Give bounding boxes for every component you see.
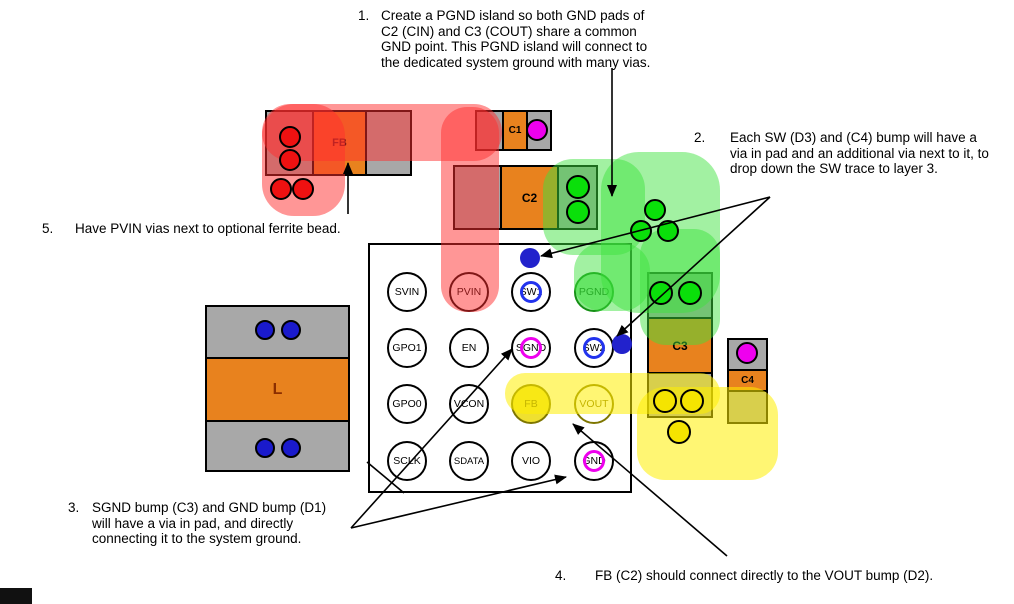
via-red (292, 178, 314, 200)
via-red (279, 126, 301, 148)
highlight-green-pgnd-arm (574, 243, 650, 311)
bump-label: PGND (578, 286, 610, 298)
note-text: Have PVIN vias next to optional ferrite … (75, 221, 341, 237)
bump-gnd: GND (574, 441, 614, 481)
bump-sclk: SCLK (387, 441, 427, 481)
note-line: FB (C2) should connect directly to the V… (595, 568, 934, 583)
via-magenta (736, 342, 758, 364)
via-yellow (653, 389, 677, 413)
via-yellow (680, 389, 704, 413)
pad-orange: C1 (504, 112, 528, 149)
via-blue (255, 438, 275, 458)
note-line: Have PVIN vias next to optional ferrite … (75, 221, 341, 236)
note-text: FB (C2) should connect directly to the V… (595, 568, 933, 584)
bump-gpo1: GPO1 (387, 328, 427, 368)
bump-vio: VIO (511, 441, 551, 481)
pad-gray (207, 422, 348, 470)
via-ring-blue (520, 281, 542, 303)
via-magenta (526, 119, 548, 141)
note-4: 4. FB (C2) should connect directly to th… (555, 568, 933, 584)
note-number: 4. (555, 568, 567, 583)
c1-label: C1 (508, 125, 522, 136)
via-ring-magenta (520, 337, 542, 359)
via-blue-dot-sw1 (520, 248, 540, 268)
bump-sgnd: SGND (511, 328, 551, 368)
note-text: Each SW (D3) and (C4) bump will have a v… (730, 130, 989, 177)
via-ring-blue (583, 337, 605, 359)
note-line: C2 (CIN) and C3 (COUT) share a common (381, 23, 637, 39)
bump-sdata: SDATA (449, 441, 489, 481)
via-green (644, 199, 666, 221)
note-line: connecting it to the system ground. (92, 531, 302, 546)
via-green (657, 220, 679, 242)
via-red (279, 149, 301, 171)
via-ring-magenta (583, 450, 605, 472)
bump-label: SCLK (393, 455, 421, 467)
bump-sw2: SW2 (574, 328, 614, 368)
bump-pgnd: PGND (574, 272, 614, 312)
bump-label: GPO1 (392, 342, 422, 354)
bump-label: VIO (521, 455, 541, 467)
c3-label: C3 (672, 338, 688, 353)
note-number: 2. (694, 130, 706, 145)
via-green (566, 175, 590, 199)
note-line: SGND bump (C3) and GND bump (D1) (92, 500, 327, 515)
note-5: 5. Have PVIN vias next to optional ferri… (42, 221, 341, 237)
via-blue-dot-sw2 (612, 334, 632, 354)
image-corner-artifact (0, 588, 32, 604)
via-blue (255, 320, 275, 340)
note-line: Create a PGND island so both GND pads of (381, 8, 645, 23)
bump-label: EN (461, 342, 477, 354)
note-3: 3. SGND bump (C3) and GND bump (D1) will… (68, 500, 326, 547)
note-text: Create a PGND island so both GND pads of… (381, 8, 650, 70)
via-red (270, 178, 292, 200)
note-1: 1. Create a PGND island so both GND pads… (358, 8, 650, 70)
note-number: 3. (68, 500, 80, 515)
note-number: 5. (42, 221, 54, 236)
note-line: drop down the SW trace to layer 3. (730, 161, 938, 176)
component-inductor: L (205, 305, 350, 472)
note-2: 2. Each SW (D3) and (C4) bump will have … (694, 130, 989, 177)
inductor-label: L (272, 380, 283, 398)
note-line: Each SW (D3) and (C4) bump will have a (730, 130, 977, 145)
bump-label: SVIN (394, 286, 420, 298)
bump-label: SDATA (453, 455, 485, 467)
via-green (630, 220, 652, 242)
note-line: will have a via in pad, and directly (92, 515, 294, 531)
via-blue (281, 438, 301, 458)
pad-orange: L (207, 359, 348, 422)
bump-sw1: SW1 (511, 272, 551, 312)
via-green (566, 200, 590, 224)
note-text: SGND bump (C3) and GND bump (D1) will ha… (92, 500, 326, 547)
c4-label: C4 (741, 375, 754, 386)
via-blue (281, 320, 301, 340)
note-number: 1. (358, 8, 370, 23)
bump-gpo0: GPO0 (387, 384, 427, 424)
bump-en: EN (449, 328, 489, 368)
note-line: via in pad and an additional via next to… (730, 145, 989, 161)
bump-label: VCON (453, 398, 485, 410)
note-line: the dedicated system ground with many vi… (381, 54, 651, 70)
bump-svin: SVIN (387, 272, 427, 312)
bump-label: GPO0 (392, 398, 422, 410)
via-yellow (667, 420, 691, 444)
via-green (678, 281, 702, 305)
note-line: GND point. This PGND island will connect… (381, 39, 648, 54)
bump-vcon: VCON (449, 384, 489, 424)
via-green (649, 281, 673, 305)
pad-gray (207, 307, 348, 359)
highlight-green-c2 (543, 159, 645, 255)
highlight-red-band-pvin (441, 107, 499, 312)
c2-label: C2 (521, 190, 538, 205)
